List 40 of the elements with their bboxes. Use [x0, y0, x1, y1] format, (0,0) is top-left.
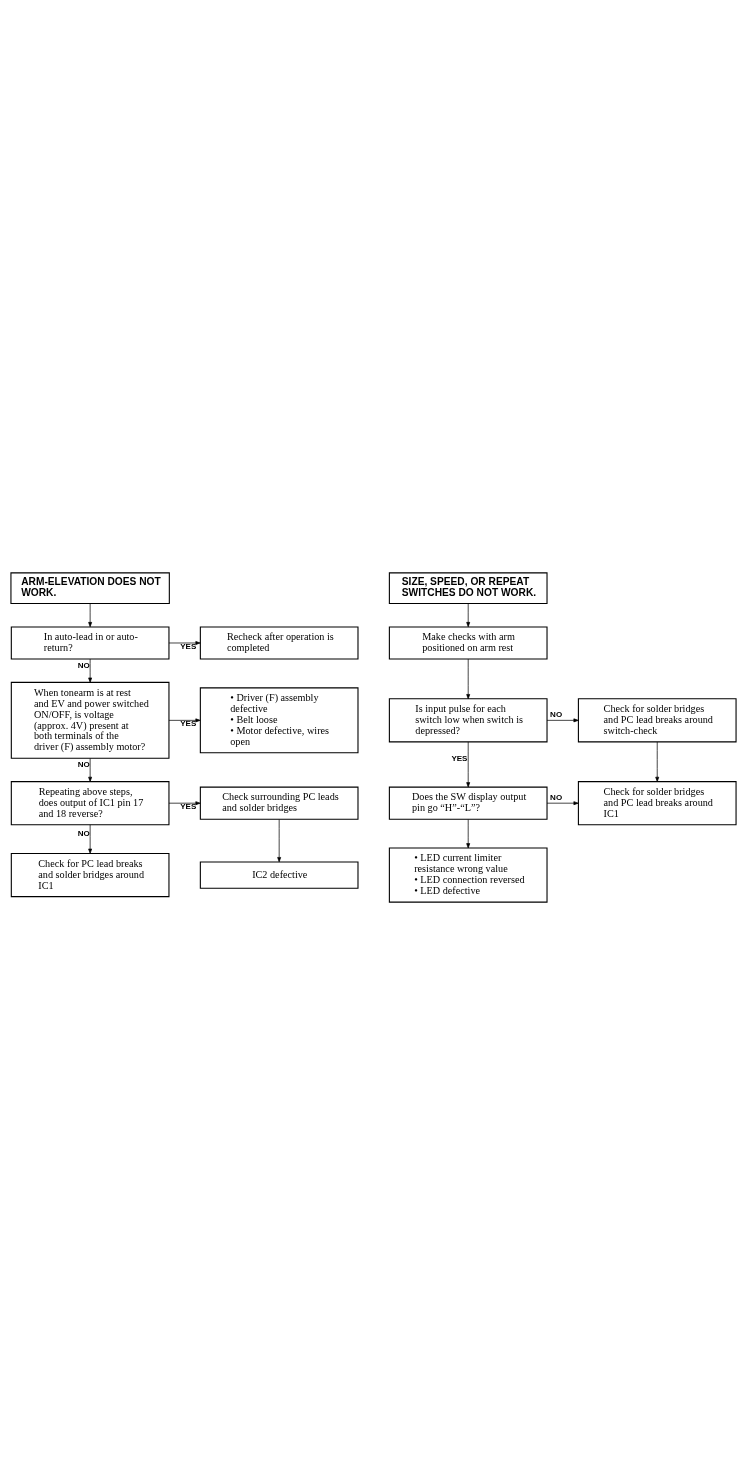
- edge-label: NO: [77, 759, 90, 769]
- arrow: [655, 741, 660, 782]
- node-box: Check for solder bridges and PC lead breaks around switch-check: [577, 697, 737, 742]
- node-box: • LED current limiter resistance wrong value • LED connection reversed • LED defective: [388, 847, 548, 903]
- edge-label: NO: [77, 660, 90, 670]
- edge-label: YES: [180, 801, 197, 811]
- node-box: Repeating above steps, does output of IC1 pin 17 and 18 reverse?: [10, 780, 170, 825]
- edge-label: NO: [550, 709, 563, 719]
- arrow: [88, 824, 93, 854]
- arrow: [88, 602, 93, 627]
- arrow: [546, 717, 579, 722]
- arrow: [168, 640, 201, 645]
- arrow: [168, 800, 201, 805]
- node-box: SIZE, SPEED, OR REPEAT SWITCHES DO NOT WORK.: [388, 571, 548, 604]
- node-box: In auto-lead in or auto-return?: [10, 625, 170, 660]
- edge-label: NO: [77, 828, 90, 838]
- arrow: [277, 818, 282, 862]
- node-box: Recheck after operation is completed: [199, 625, 359, 660]
- arrow: [168, 717, 201, 722]
- edge-label: YES: [451, 753, 468, 763]
- arrow: [546, 800, 579, 805]
- node-box: Does the SW display output pin go “H”-“L”?: [388, 786, 548, 820]
- edge-label: YES: [180, 641, 197, 651]
- arrow: [466, 602, 471, 627]
- arrow: [88, 757, 93, 782]
- node-box: Make checks with arm positioned on arm rest: [388, 625, 548, 660]
- node-box: Is input pulse for each switch low when switch is depressed?: [388, 697, 548, 742]
- node-box: Check for solder bridges and PC lead breaks around IC1: [577, 780, 737, 825]
- edge-label: YES: [180, 718, 197, 728]
- node-box: When tonearm is at rest and EV and power switched ON/OFF, is voltage (approx. 4V) present at both terminals of the driver (F) assembly motor?: [10, 681, 170, 759]
- node-box: IC2 defective: [199, 860, 359, 889]
- node-box: Check surrounding PC leads and solder bridges: [199, 786, 359, 820]
- arrow: [88, 658, 93, 683]
- arrow: [466, 741, 471, 787]
- edge-label: NO: [550, 792, 563, 802]
- arrow: [466, 658, 471, 699]
- node-box: Check for PC lead breaks and solder bridges around IC1: [10, 852, 170, 897]
- node-box: • Driver (F) assembly defective • Belt loose • Motor defective, wires open: [199, 686, 359, 753]
- arrow: [466, 818, 471, 848]
- node-box: ARM-ELEVATION DOES NOT WORK.: [10, 571, 170, 604]
